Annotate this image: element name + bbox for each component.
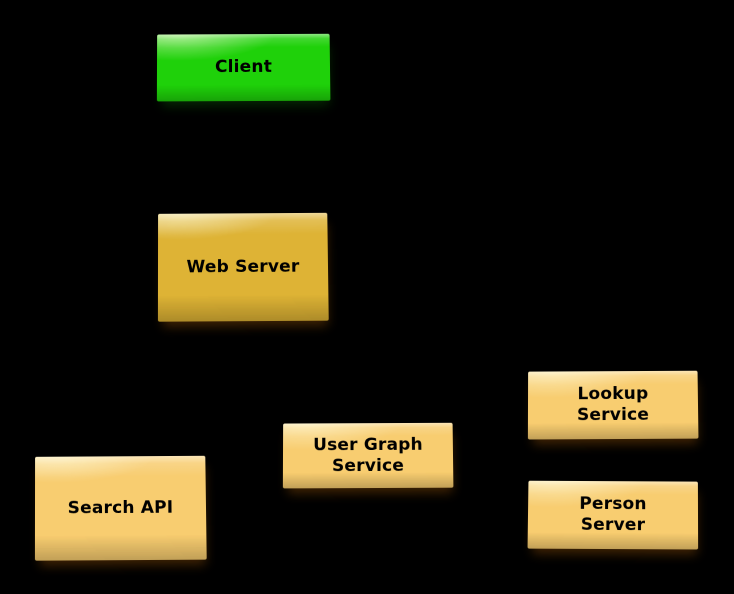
node-lookup-service-label-line1: Lookup bbox=[577, 383, 649, 405]
node-lookup-service-label-line2: Service bbox=[576, 404, 650, 426]
node-user-graph-service-label-line1: User Graph bbox=[313, 434, 423, 455]
node-web-server: Web Server bbox=[157, 212, 329, 322]
node-user-graph-service-label-line2: Service bbox=[331, 455, 405, 476]
node-lookup-service: Lookup Service bbox=[527, 370, 699, 440]
node-search-api-label: Search API bbox=[67, 497, 174, 518]
node-client: Client bbox=[156, 33, 331, 102]
node-person-server-label-line1: Person bbox=[579, 493, 647, 515]
node-person-server-label-line2: Server bbox=[580, 514, 646, 536]
node-person-server: Person Server bbox=[527, 480, 699, 550]
node-client-label: Client bbox=[214, 56, 273, 78]
node-user-graph-service: User Graph Service bbox=[282, 422, 454, 489]
node-web-server-label: Web Server bbox=[186, 256, 300, 277]
node-search-api: Search API bbox=[34, 455, 207, 561]
